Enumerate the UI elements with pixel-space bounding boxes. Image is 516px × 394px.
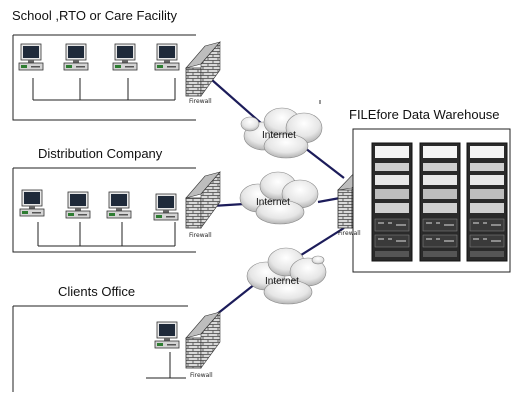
server-rack-3 xyxy=(466,142,508,262)
internet-label-3: Internet xyxy=(265,276,299,287)
firewall-clients xyxy=(185,311,221,369)
internet-label-2: Internet xyxy=(256,197,290,208)
distribution-computer-4 xyxy=(153,193,179,221)
internet-cloud-2 xyxy=(239,171,319,225)
firewall-school xyxy=(185,41,221,97)
school-computer-1 xyxy=(18,43,44,71)
distribution-title: Distribution Company xyxy=(38,146,163,161)
internet-label-1: Internet xyxy=(262,130,296,141)
firewall-label-school: Firewall xyxy=(189,98,212,105)
distribution-computer-3 xyxy=(106,191,132,219)
school-computer-2 xyxy=(63,43,89,71)
clients-computer-1 xyxy=(154,321,180,349)
distribution-computer-2 xyxy=(65,191,91,219)
firewall-label-clients: Firewall xyxy=(190,372,213,379)
distribution-computer-1 xyxy=(19,189,45,217)
school-computer-4 xyxy=(154,43,180,71)
school-computer-3 xyxy=(112,43,138,71)
firewall-label-warehouse: Firewall xyxy=(338,230,361,237)
distribution-network xyxy=(12,167,196,253)
clients-title: Clients Office xyxy=(58,284,136,299)
server-rack-2 xyxy=(419,142,461,262)
firewall-label-distribution: Firewall xyxy=(189,232,212,239)
clients-network xyxy=(12,305,188,392)
internet-cloud-3 xyxy=(246,247,327,305)
school-title: School ,RTO or Care Facility xyxy=(12,8,177,23)
school-network xyxy=(12,34,196,121)
firewall-distribution xyxy=(185,171,221,229)
data-warehouse xyxy=(352,128,511,273)
server-rack-1 xyxy=(371,142,413,262)
internet-cloud-1 xyxy=(240,107,323,159)
warehouse-title: FILEfore Data Warehouse xyxy=(349,107,500,122)
